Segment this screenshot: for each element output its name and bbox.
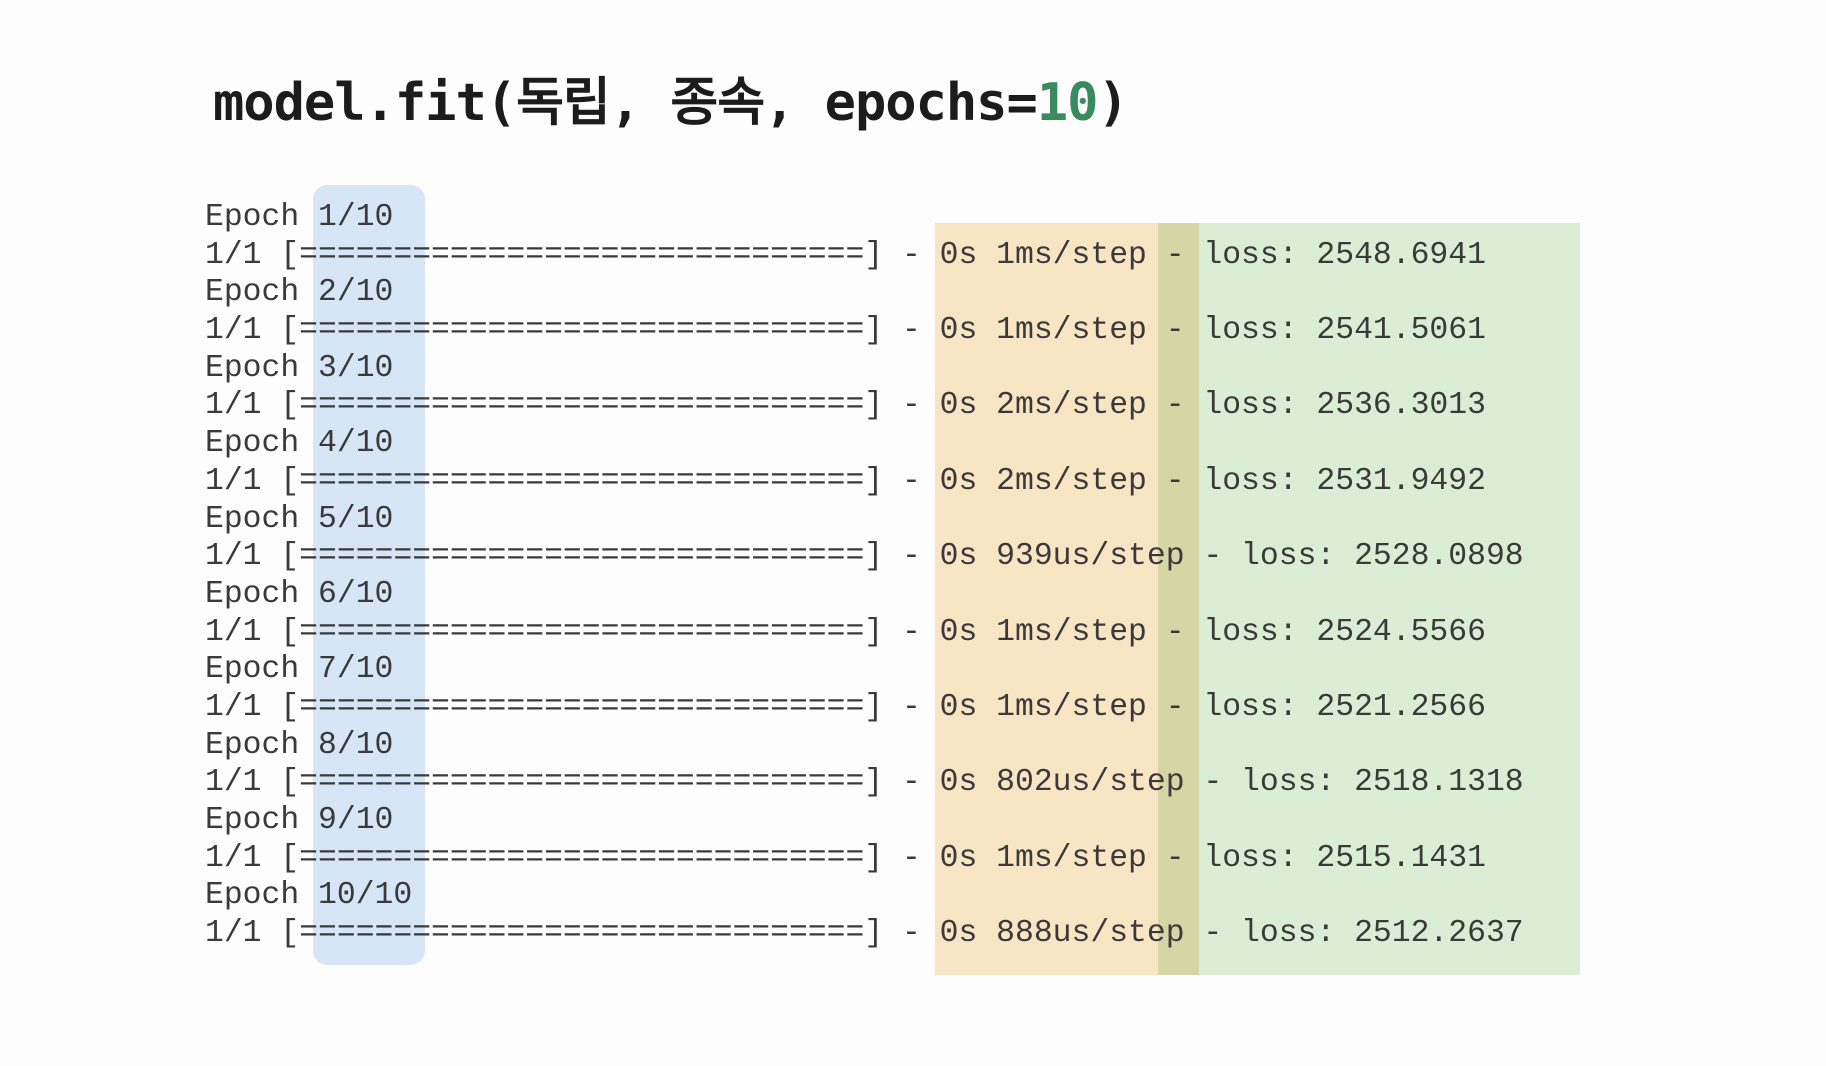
progress-line: 1/1 [==============================] - 0… — [205, 614, 1486, 650]
epoch-column-highlight — [313, 185, 425, 965]
progress-line: 1/1 [==============================] - 0… — [205, 840, 1486, 876]
code-title-suffix: ) — [1097, 73, 1128, 133]
progress-line: 1/1 [==============================] - 0… — [205, 916, 1524, 952]
epoch-header-line: Epoch 7/10 — [205, 652, 394, 688]
column-overlap-highlight — [1158, 223, 1199, 975]
epoch-header-line: Epoch 9/10 — [205, 803, 394, 838]
time-column-highlight — [935, 223, 1158, 975]
epoch-header-line: Epoch 5/10 — [205, 501, 394, 537]
epochs-value: 10 — [1036, 73, 1099, 133]
epoch-header-line: Epoch 8/10 — [205, 727, 394, 763]
epoch-header-line: Epoch 3/10 — [205, 350, 394, 386]
epoch-header-line: Epoch 2/10 — [205, 275, 394, 311]
loss-column-highlight — [1199, 223, 1580, 975]
code-title-prefix: model.fit(독립, 종속, epochs= — [213, 73, 1038, 133]
progress-line: 1/1 [==============================] - 0… — [205, 237, 1486, 273]
epoch-header-line: Epoch 1/10 — [205, 200, 394, 235]
progress-line: 1/1 [==============================] - 0… — [205, 313, 1486, 349]
code-title: model.fit(독립, 종속, epochs=10) — [213, 72, 1129, 134]
progress-line: 1/1 [==============================] - 0… — [205, 463, 1486, 499]
progress-line: 1/1 [==============================] - 0… — [205, 765, 1524, 801]
progress-line: 1/1 [==============================] - 0… — [205, 388, 1486, 424]
epoch-header-line: Epoch 4/10 — [205, 426, 394, 462]
progress-line: 1/1 [==============================] - 0… — [205, 539, 1524, 575]
epoch-header-line: Epoch 10/10 — [205, 878, 413, 914]
progress-line: 1/1 [==============================] - 0… — [205, 689, 1486, 725]
epoch-header-line: Epoch 6/10 — [205, 576, 394, 612]
